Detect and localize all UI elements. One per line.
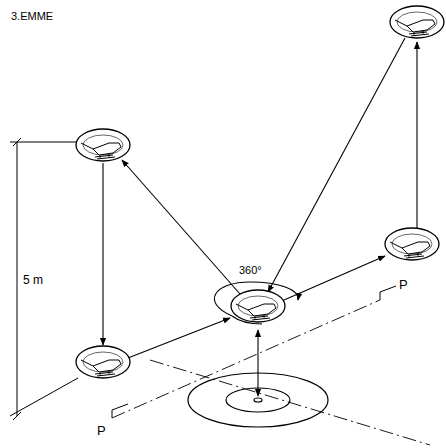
helicopters [76, 6, 444, 378]
flight-path-arrows [103, 38, 417, 358]
dimension-label: 5 m [22, 274, 44, 287]
diagram-title: 3.EMME [10, 10, 54, 22]
axis-lines [112, 300, 430, 445]
dimension-line [10, 138, 78, 420]
point-label: P [96, 424, 107, 438]
point-label: P [398, 278, 409, 292]
p-flags [112, 286, 396, 418]
hover-height-arrow [257, 330, 258, 396]
rotation-label: 360° [238, 264, 263, 276]
